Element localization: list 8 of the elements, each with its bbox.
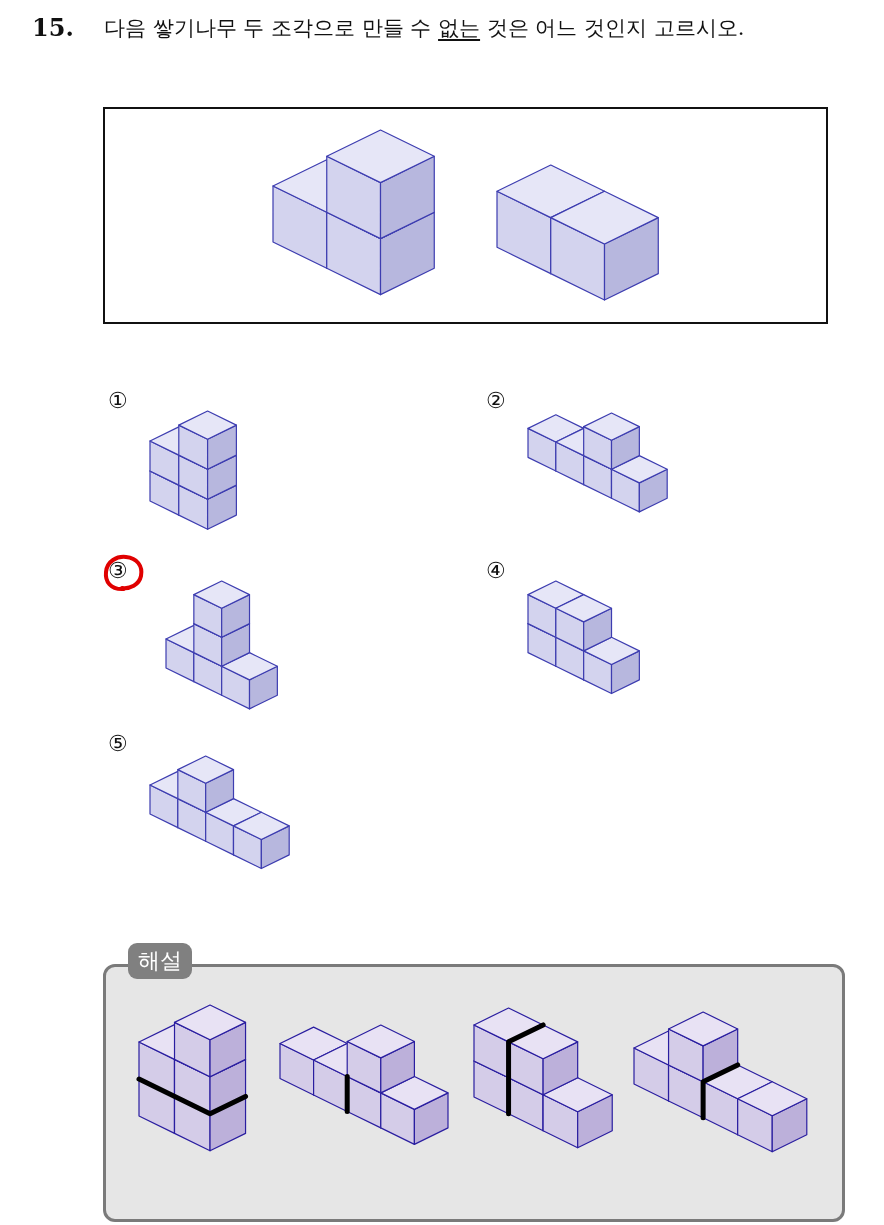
choice-number: ① (108, 388, 128, 413)
choice-number: ⑤ (108, 731, 128, 756)
question-number: 15. (32, 13, 74, 42)
choice-number: ④ (486, 558, 506, 583)
choice-number: ② (486, 388, 506, 413)
panel-tab: 해설 (128, 943, 192, 979)
question-text: 다음 쌓기나무 두 조각으로 만들 수 없는 것은 어느 것인지 고르시오. (104, 15, 745, 42)
choice-number: ③ (108, 558, 128, 583)
